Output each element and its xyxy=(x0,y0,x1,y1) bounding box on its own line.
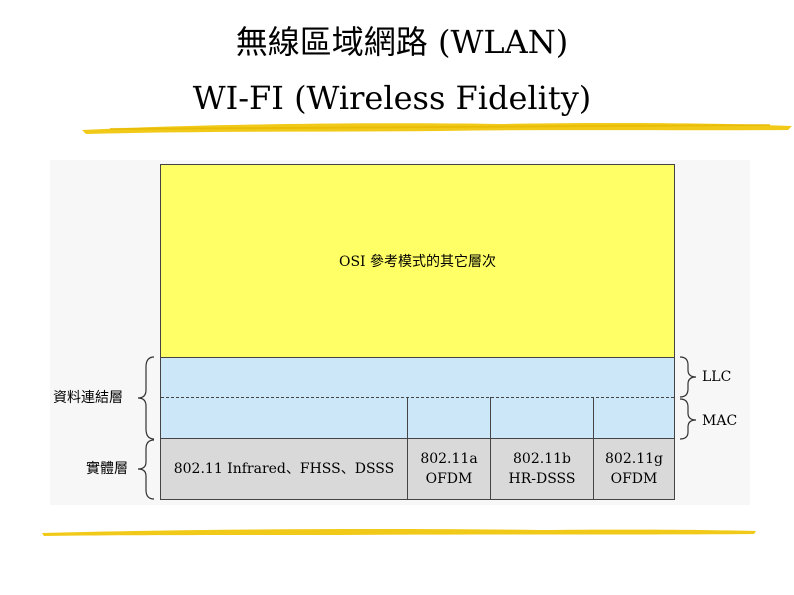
data-link-block xyxy=(160,357,675,439)
brush-stroke-top xyxy=(82,122,792,134)
left-brace-data-link xyxy=(137,356,155,440)
llc-label: LLC xyxy=(702,369,732,385)
mac-label: MAC xyxy=(702,413,738,429)
title-line-2: WI-FI (Wireless Fidelity) xyxy=(192,79,592,117)
physical-cell-80211a-line1: 802.11a xyxy=(420,451,478,467)
physical-layer-label: 實體層 xyxy=(86,461,128,477)
physical-cell-80211g: 802.11g OFDM xyxy=(593,438,675,500)
physical-cell-80211a-line2: OFDM xyxy=(425,471,473,487)
mac-divider-3 xyxy=(593,397,594,439)
physical-cell-80211g-line1: 802.11g xyxy=(605,451,663,467)
osi-layer-diagram: OSI 參考模式的其它層次 802.11 Infrared、FHSS、DSSS … xyxy=(50,160,750,505)
physical-cell-infrared: 802.11 Infrared、FHSS、DSSS xyxy=(160,438,408,500)
right-brace-mac xyxy=(679,398,697,440)
upper-layers-block: OSI 參考模式的其它層次 xyxy=(160,164,675,358)
mac-divider-2 xyxy=(490,397,491,439)
brush-stroke-bottom xyxy=(42,529,756,536)
right-brace-llc xyxy=(679,356,697,398)
data-link-layer-label: 資料連結層 xyxy=(53,390,123,406)
physical-cell-80211b-line1: 802.11b xyxy=(513,451,571,467)
left-brace-physical xyxy=(137,439,155,500)
physical-cell-80211g-line2: OFDM xyxy=(610,471,658,487)
physical-cell-80211b-line2: HR-DSSS xyxy=(508,471,576,487)
upper-layers-label: OSI 參考模式的其它層次 xyxy=(338,254,497,270)
physical-cell-80211a: 802.11a OFDM xyxy=(407,438,491,500)
llc-mac-divider xyxy=(161,397,674,398)
title-line-1: 無線區域網路 (WLAN) xyxy=(235,23,569,61)
bracket-overlay xyxy=(137,356,697,500)
mac-divider-1 xyxy=(407,397,408,439)
physical-cell-infrared-text: 802.11 Infrared、FHSS、DSSS xyxy=(173,461,395,477)
